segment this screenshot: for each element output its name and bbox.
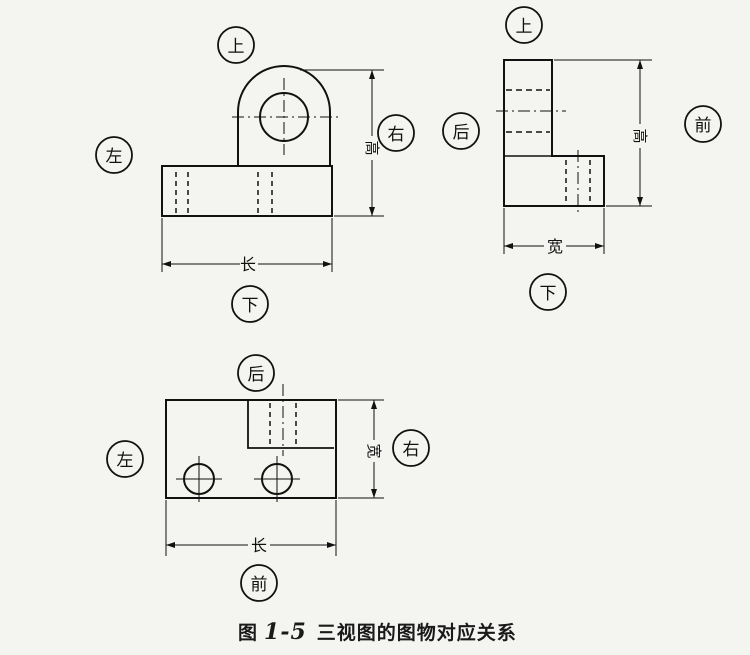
side-view-width-label: 宽 xyxy=(547,237,563,256)
side-view-bottom-label: 下 xyxy=(540,284,557,304)
top-view-outline xyxy=(165,399,337,499)
side-view-right-circle xyxy=(684,105,722,143)
top-view-right-label: 右 xyxy=(403,440,420,460)
top-view-top-circle xyxy=(237,354,275,392)
front-view: 长 高 上 左 右 下 xyxy=(95,26,415,323)
side-view-outline xyxy=(503,59,605,207)
front-view-right-circle xyxy=(377,114,415,152)
side-view-top-circle xyxy=(505,6,543,44)
side-view-bottom-circle xyxy=(529,273,567,311)
top-view-right-circle xyxy=(392,429,430,467)
front-view-lug-outline xyxy=(237,65,331,166)
front-view-top-label: 上 xyxy=(228,37,245,57)
side-view-height-label: 高 xyxy=(631,128,649,143)
top-view: 宽 长 后 左 右 前 xyxy=(106,354,430,602)
top-view-length-label: 长 xyxy=(251,536,267,555)
top-view-top-label: 后 xyxy=(248,365,265,385)
front-view-top-circle xyxy=(217,26,255,64)
side-view-left-label: 后 xyxy=(453,123,470,143)
top-view-left-label: 左 xyxy=(117,451,134,471)
front-view-bottom-circle xyxy=(231,285,269,323)
side-view: 高 宽 上 后 前 下 xyxy=(442,6,722,311)
top-view-left-circle xyxy=(106,440,144,478)
top-view-lug-outline xyxy=(247,400,334,449)
front-view-bottom-label: 下 xyxy=(242,296,259,316)
front-view-left-label: 左 xyxy=(106,147,123,167)
caption-text: 三视图的图物对应关系 xyxy=(316,622,517,644)
front-view-left-circle xyxy=(95,136,133,174)
side-view-top-label: 上 xyxy=(516,17,533,37)
caption-prefix: 图 xyxy=(238,622,259,644)
front-view-base-outline xyxy=(161,165,333,217)
caption-number: 1-5 xyxy=(264,619,307,645)
front-view-right-label: 右 xyxy=(388,125,405,145)
front-view-height-label: 高 xyxy=(363,140,381,155)
top-view-bottom-label: 前 xyxy=(251,575,268,595)
top-view-bottom-circle xyxy=(240,564,278,602)
side-view-left-circle xyxy=(442,112,480,150)
top-view-depth-label: 宽 xyxy=(365,443,383,458)
side-view-right-label: 前 xyxy=(695,116,712,136)
front-view-width-label: 长 xyxy=(240,255,256,274)
